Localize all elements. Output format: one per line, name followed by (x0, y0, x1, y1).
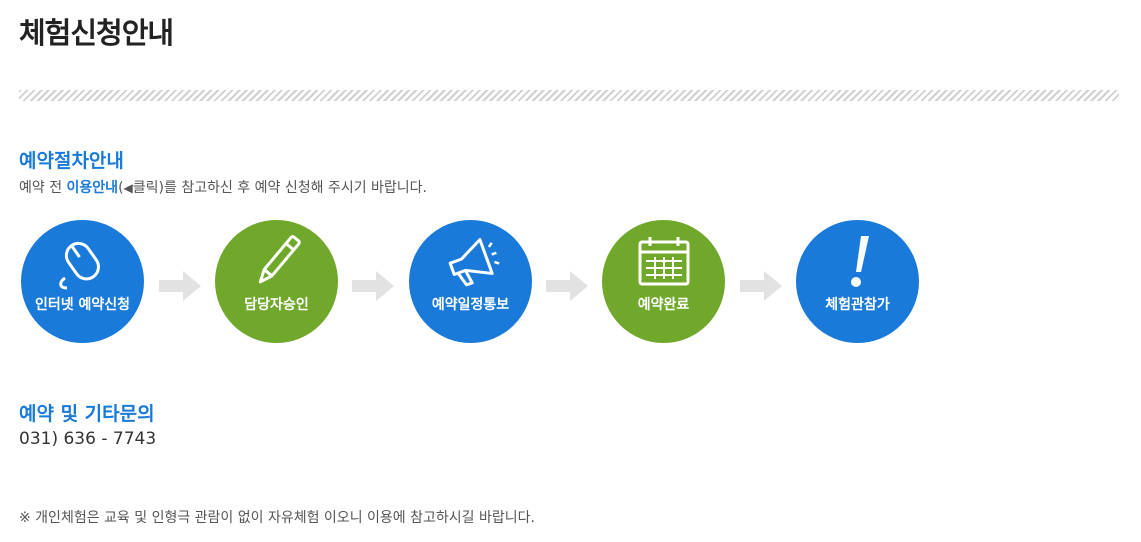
step-label: 예약완료 (637, 297, 690, 313)
guide-prefix: 예약 전 (19, 180, 67, 196)
step-label: 인터넷 예약신청 (34, 297, 131, 313)
step-label: 예약일정통보 (431, 297, 510, 313)
contact-title: 예약 및 기타문의 (19, 403, 155, 425)
step-label: 담당자승인 (244, 297, 309, 313)
guide-open-paren: ( (118, 180, 124, 196)
step-schedule-notice: 예약일정통보 (409, 220, 532, 343)
step-label: 체험관참가 (825, 297, 890, 313)
step-reservation-complete: 예약완료 (602, 220, 725, 343)
footnote: ※ 개인체험은 교육 및 인형극 관람이 없이 자유체험 이오니 이용에 참고하… (19, 510, 535, 526)
hatched-divider (19, 90, 1119, 101)
guide-suffix: 클릭)를 참고하신 후 예약 신청해 주시기 바랍니다. (132, 180, 427, 196)
pen-icon (258, 235, 301, 284)
calendar-icon (638, 237, 689, 286)
arrow-right-icon (159, 271, 201, 301)
step-internet-reservation: 인터넷 예약신청 (21, 220, 144, 343)
arrow-right-icon (740, 271, 782, 301)
page-title: 체험신청안내 (19, 16, 174, 50)
step-manager-approval: 담당자승인 (215, 220, 338, 343)
step-visit-center: 체험관참가 (796, 220, 919, 343)
arrow-right-icon (546, 271, 588, 301)
exclamation-icon (850, 236, 869, 287)
contact-phone: 031) 636 - 7743 (19, 429, 157, 449)
procedure-title: 예약절차안내 (19, 150, 124, 172)
left-triangle-icon: ◀ (123, 181, 133, 195)
mouse-icon (58, 241, 100, 290)
megaphone-icon (448, 238, 500, 287)
arrow-right-icon (352, 271, 394, 301)
procedure-guide: 예약 전 이용안내(◀클릭)를 참고하신 후 예약 신청해 주시기 바랍니다. (19, 177, 427, 197)
usage-guide-link[interactable]: 이용안내 (66, 180, 119, 196)
